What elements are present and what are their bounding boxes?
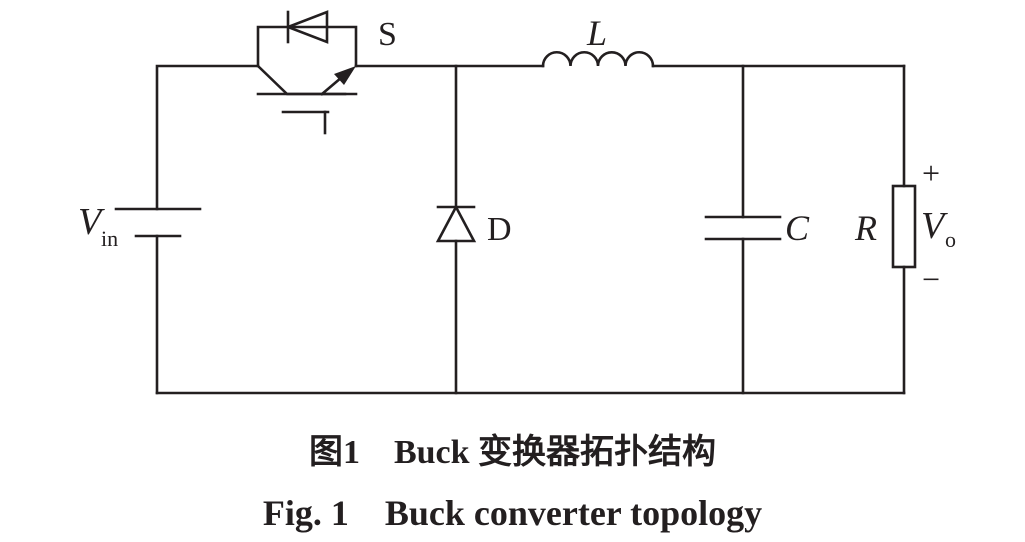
- circuit-wires: [155, 64, 906, 395]
- label-output-voltage-sub: o: [945, 227, 956, 252]
- label-output-voltage: V: [921, 205, 948, 247]
- label-input-voltage: V: [78, 201, 105, 243]
- label-switch: S: [378, 16, 397, 53]
- label-capacitor: C: [785, 208, 810, 248]
- label-diode: D: [487, 211, 512, 248]
- freewheeling-diode: [435, 204, 477, 243]
- figure-caption-chinese: 图1 Buck 变换器拓扑结构: [308, 434, 717, 471]
- label-resistor: R: [854, 208, 877, 248]
- igbt-switch: [256, 10, 358, 135]
- load-resistor-icon: [891, 184, 917, 269]
- diode-triangle-icon: [435, 204, 477, 243]
- input-voltage-source: [114, 207, 202, 238]
- igbt-emitter-arrow-icon: [334, 66, 356, 85]
- antiparallel-diode-wire: [256, 25, 358, 68]
- inductor-coil-icon: [541, 50, 655, 68]
- output-capacitor: [704, 215, 782, 241]
- label-input-voltage-sub: in: [101, 226, 118, 251]
- igbt-collector-lead: [256, 64, 347, 96]
- figure-caption-english: Fig. 1 Buck converter topology: [262, 493, 763, 533]
- label-plus: +: [922, 155, 940, 191]
- antiparallel-diode-icon: [284, 10, 329, 44]
- buck-converter-schematic: S L D C R V in V o + −: [78, 10, 956, 395]
- wire-left-top: [155, 64, 260, 211]
- label-inductor: L: [586, 13, 607, 53]
- label-minus: −: [922, 261, 940, 297]
